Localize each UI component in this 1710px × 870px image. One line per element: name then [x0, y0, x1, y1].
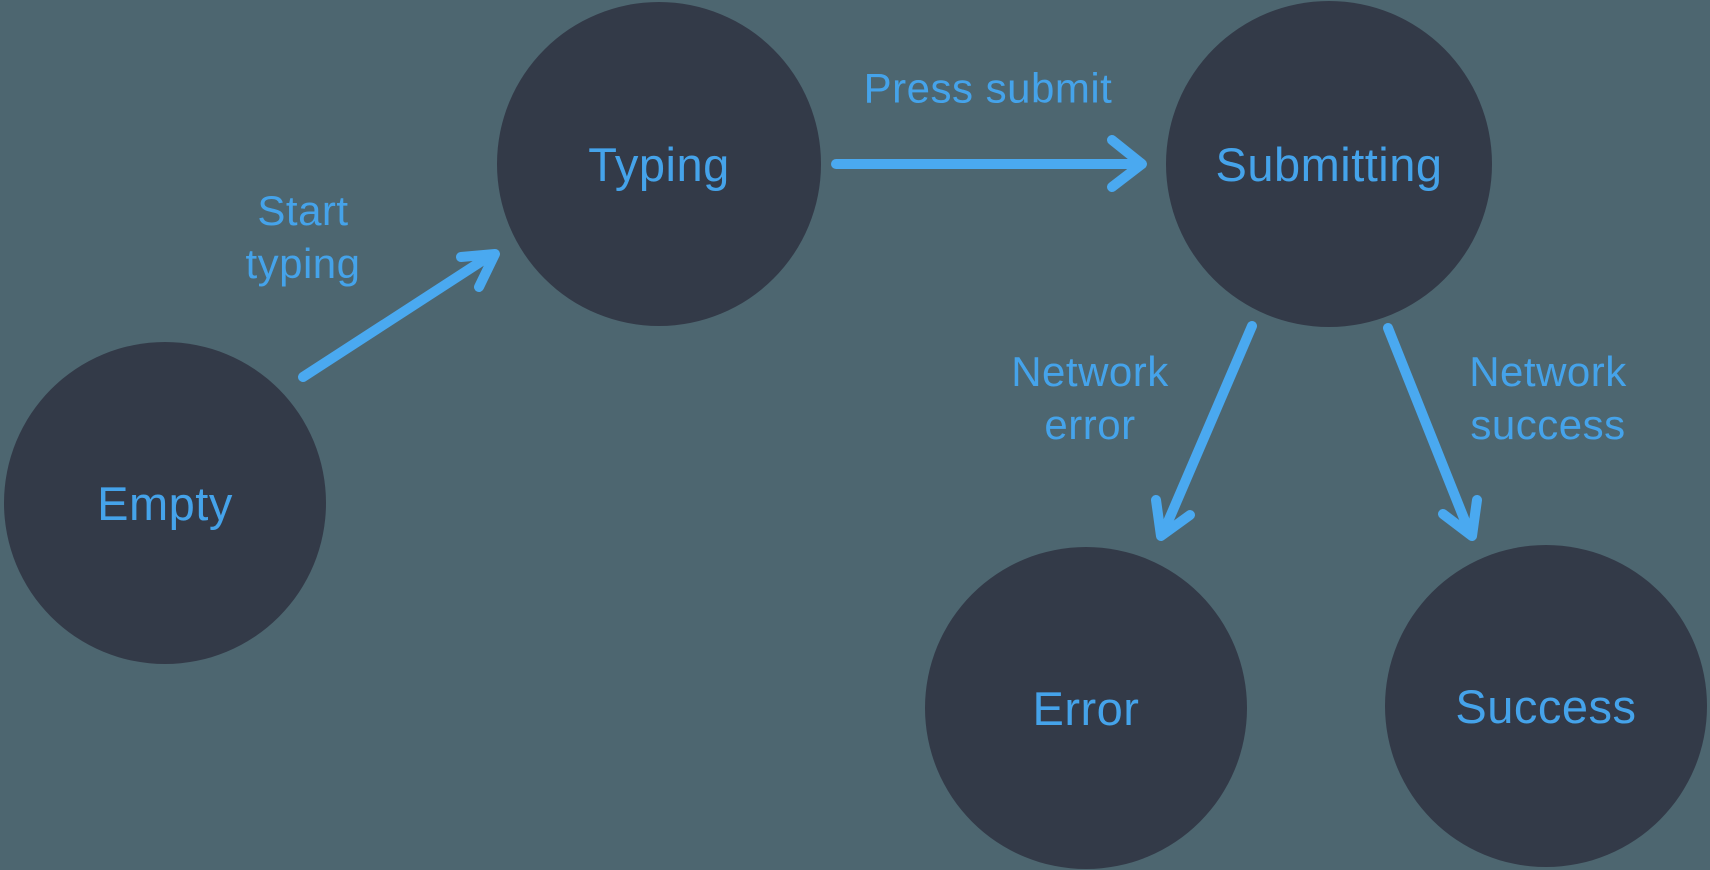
- edge-label-press-submit: Press submit: [863, 64, 1113, 112]
- state-node-empty: Empty: [4, 342, 326, 664]
- state-node-typing: Typing: [497, 2, 821, 326]
- state-node-label: Error: [1032, 681, 1140, 735]
- edge-label-network-error: Network error: [1011, 348, 1169, 448]
- state-node-submitting: Submitting: [1166, 1, 1492, 327]
- state-node-success: Success: [1385, 545, 1707, 867]
- state-node-error: Error: [925, 547, 1247, 869]
- state-node-label: Submitting: [1215, 137, 1443, 191]
- state-node-label: Success: [1455, 679, 1637, 733]
- edge-label-start-typing: Start typing: [245, 187, 361, 287]
- arrowhead-icon: [456, 249, 500, 292]
- arrowhead-icon: [1151, 495, 1195, 541]
- edge-label-network-success: Network success: [1469, 348, 1627, 448]
- arrow-submitting-to-error: [1151, 321, 1257, 541]
- arrow-empty-to-typing: [298, 249, 500, 382]
- arrowhead-icon: [1107, 135, 1147, 192]
- arrow-line: [298, 252, 493, 382]
- arrow-line: [1383, 323, 1474, 536]
- arrowhead-icon: [1438, 495, 1482, 541]
- arrow-typing-to-submitting: [831, 135, 1147, 192]
- arrow-submitting-to-success: [1383, 323, 1482, 541]
- state-node-label: Empty: [97, 476, 233, 530]
- state-node-label: Typing: [588, 137, 730, 191]
- arrow-line: [1159, 321, 1257, 536]
